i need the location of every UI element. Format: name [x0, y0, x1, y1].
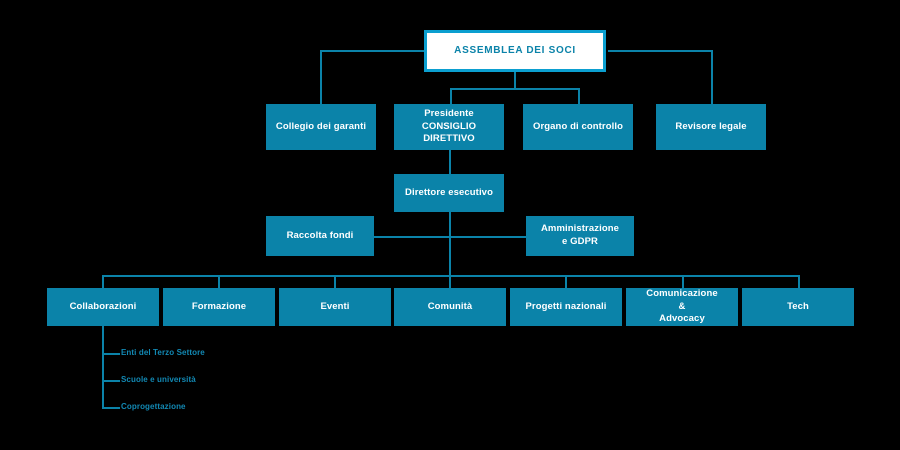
connector-root-stub: [514, 72, 516, 89]
connector-dept-drop-5: [565, 275, 567, 288]
node-eventi[interactable]: Eventi: [279, 288, 391, 326]
connector-collaborazioni-stem: [102, 326, 104, 409]
node-direttore-esecutivo[interactable]: Direttore esecutivo: [394, 174, 504, 212]
node-label: Direttore esecutivo: [405, 186, 493, 198]
node-formazione[interactable]: Formazione: [163, 288, 275, 326]
connector-dept-drop-7: [798, 275, 800, 288]
connector-dept-drop-3: [334, 275, 336, 288]
node-presidente-consiglio-direttivo[interactable]: Presidente CONSIGLIO DIRETTIVO: [394, 104, 504, 150]
node-assemblea-dei-soci[interactable]: ASSEMBLEA DEI SOCI: [424, 30, 606, 72]
connector-leaf-2: [102, 380, 120, 382]
node-comunicazione-advocacy[interactable]: Comunicazione & Advocacy: [626, 288, 738, 326]
node-label-line1: Presidente: [424, 107, 474, 119]
connector-leaf-1: [102, 353, 120, 355]
connector-departments-bus: [102, 275, 800, 277]
node-label: Collegio dei garanti: [275, 120, 367, 132]
connector-dept-drop-1: [102, 275, 104, 288]
node-tech[interactable]: Tech: [742, 288, 854, 326]
connector-to-presidente: [450, 88, 452, 104]
node-label: Progetti nazionali: [525, 300, 607, 312]
leaf-collaborazioni-2[interactable]: Scuole e università: [121, 375, 196, 384]
node-label: Revisore legale: [675, 120, 747, 132]
node-label: Raccolta fondi: [286, 229, 354, 241]
connector-dept-drop-6: [682, 275, 684, 288]
connector-root-right-arm: [608, 50, 713, 52]
connector-leaf-3: [102, 407, 120, 409]
node-label: Comunità: [427, 300, 473, 312]
leaf-collaborazioni-1[interactable]: Enti del Terzo Settore: [121, 348, 205, 357]
connector-root-center-bus: [450, 88, 580, 90]
node-label: ASSEMBLEA DEI SOCI: [454, 45, 576, 57]
node-collaborazioni[interactable]: Collaborazioni: [47, 288, 159, 326]
connector-dept-drop-4: [449, 275, 451, 288]
node-revisore-legale[interactable]: Revisore legale: [656, 104, 766, 150]
node-label: Eventi: [320, 300, 350, 312]
node-amministrazione-e-gdpr[interactable]: Amministrazione e GDPR: [526, 216, 634, 256]
connector-to-organo-controllo: [578, 88, 580, 104]
node-collegio-dei-garanti[interactable]: Collegio dei garanti: [266, 104, 376, 150]
node-raccolta-fondi[interactable]: Raccolta fondi: [266, 216, 374, 256]
connector-to-revisore-legale: [711, 50, 713, 104]
node-label: Collaborazioni: [69, 300, 137, 312]
node-label-line2: e GDPR: [562, 236, 598, 247]
connector-direttore-down: [449, 212, 451, 276]
node-label-line1: Amministrazione: [540, 223, 620, 235]
node-label: Organo di controllo: [532, 120, 624, 132]
node-organo-di-controllo[interactable]: Organo di controllo: [523, 104, 633, 150]
node-label-line1: Comunicazione: [646, 287, 718, 299]
node-label: Formazione: [191, 300, 247, 312]
node-label-line2: &: [678, 300, 686, 312]
connector-support-left: [373, 236, 450, 238]
node-label-line2: CONSIGLIO DIRETTIVO: [421, 120, 477, 145]
connector-root-left-arm: [320, 50, 426, 52]
node-comunita[interactable]: Comunità: [394, 288, 506, 326]
node-progetti-nazionali[interactable]: Progetti nazionali: [510, 288, 622, 326]
node-label: Tech: [787, 300, 809, 312]
connector-dept-drop-2: [218, 275, 220, 288]
connector-support-right: [449, 236, 526, 238]
node-label-line3: Advocacy: [659, 313, 705, 325]
connector-to-collegio-garanti: [320, 50, 322, 104]
leaf-collaborazioni-3[interactable]: Coprogettazione: [121, 402, 186, 411]
connector-presidente-to-direttore: [449, 150, 451, 174]
